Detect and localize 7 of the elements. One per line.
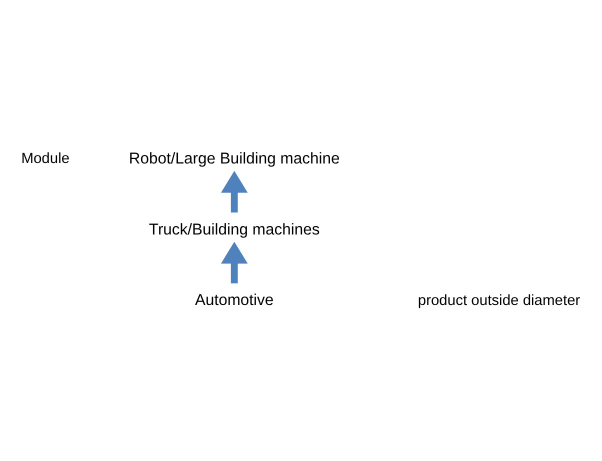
node-text: Robot/Large Building machine [128, 150, 340, 168]
arrow [220, 242, 248, 284]
label: Module [21, 151, 70, 168]
arrow [220, 170, 248, 212]
node-text: Truck/Building machines [148, 221, 320, 238]
label: product outside diameter [418, 292, 580, 309]
node-text: Automotive [194, 292, 274, 310]
